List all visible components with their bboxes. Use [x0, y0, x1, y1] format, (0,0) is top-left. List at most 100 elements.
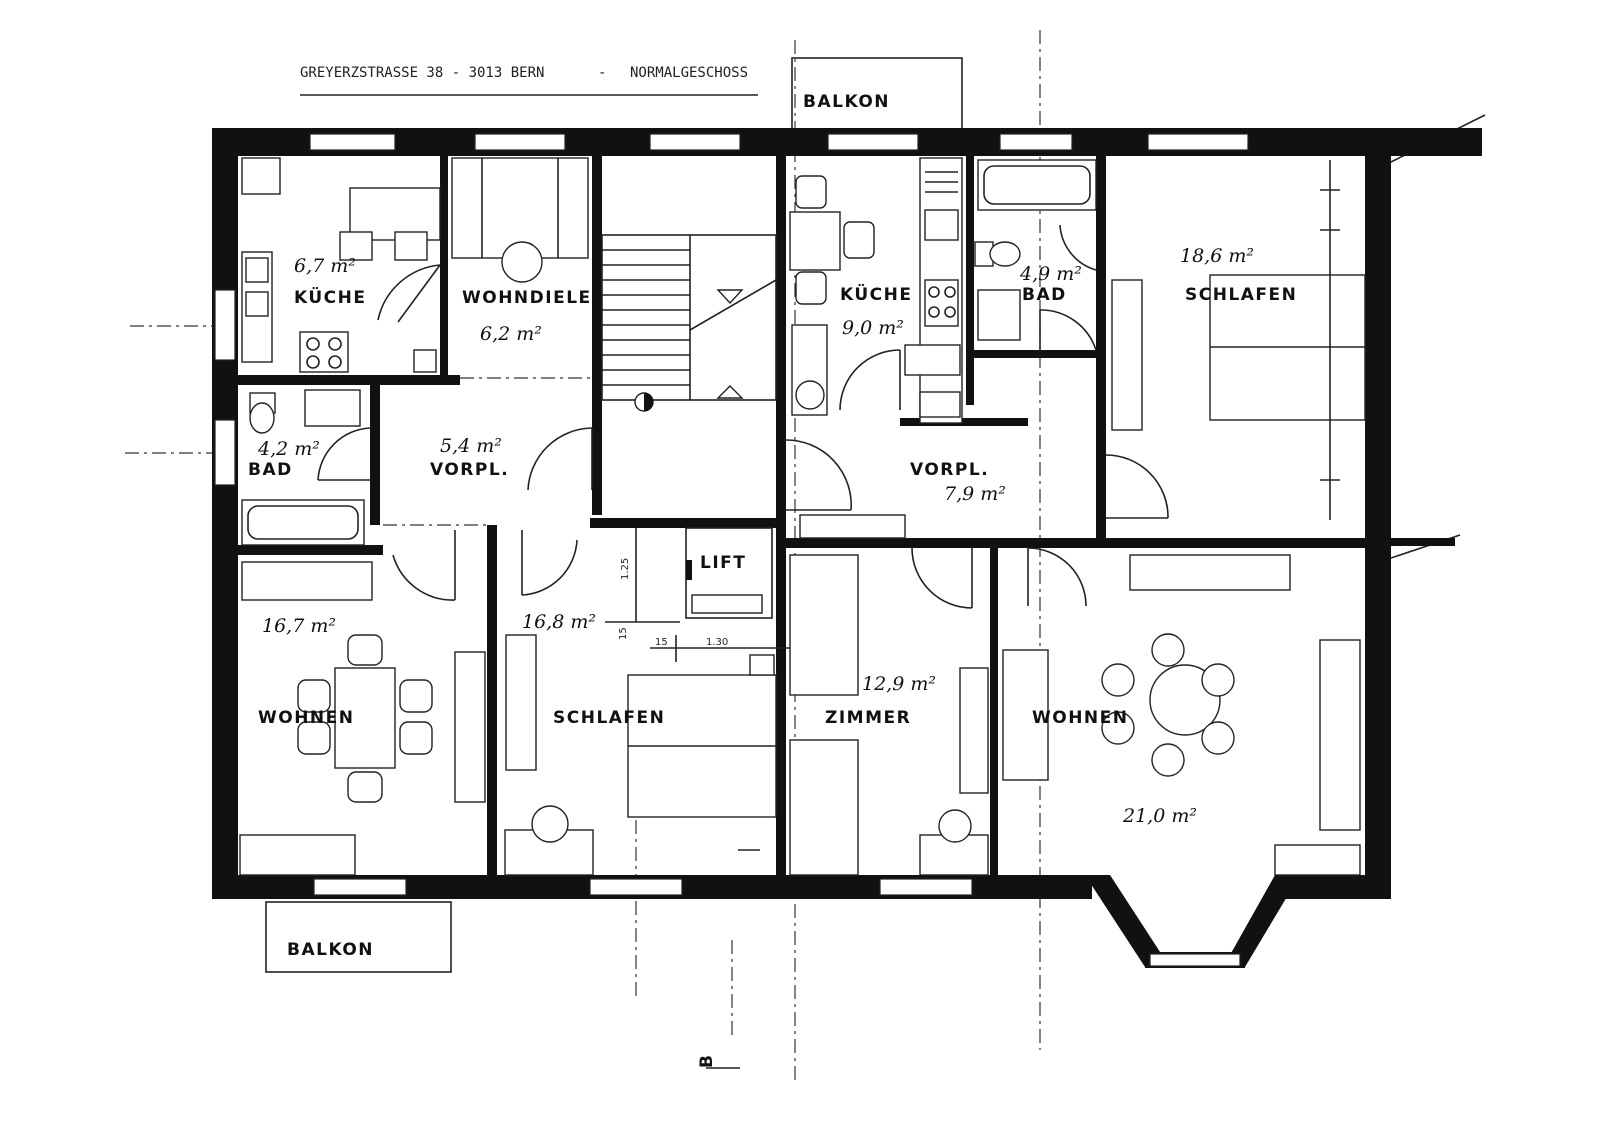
kitchen-chair: [394, 231, 428, 261]
door-kueche-west[interactable]: [377, 264, 441, 323]
dining-chair: [297, 679, 331, 713]
dining-chair: [1151, 743, 1185, 777]
room-bad-east: BAD 4,9 m²: [974, 159, 1097, 341]
wall-wohnen-schlafen: [487, 525, 497, 880]
bay-wall-right: [1230, 875, 1300, 967]
sink-icon: [904, 344, 961, 376]
window: [1147, 133, 1249, 151]
stair-arrow-head: [716, 289, 744, 305]
dining-chair: [1101, 711, 1135, 745]
room-kueche-east: KÜCHE 9,0 m²: [789, 157, 963, 424]
stair-direction-arrow: [689, 279, 777, 331]
door-wohnen-east[interactable]: [1027, 547, 1087, 607]
sideboard-icon: [1129, 554, 1291, 591]
stove-icon: [299, 331, 349, 373]
kitchen-chair: [795, 175, 827, 209]
wall-bad-west: [238, 375, 460, 385]
door-wohnen-west[interactable]: [392, 530, 456, 601]
interior-walls: [238, 128, 1480, 880]
burner-icon: [928, 286, 940, 298]
sideboard-icon: [1319, 639, 1361, 831]
dining-chair: [297, 721, 331, 755]
schlafen-west-area: 16,8 m²: [522, 611, 596, 633]
wardrobe-icon: [505, 634, 537, 771]
stair-wall-west: [592, 150, 602, 515]
wohndiele-area: 6,2 m²: [480, 323, 542, 345]
room-schlafen-west: SCHLAFEN 16,8 m²: [504, 611, 777, 876]
door-vorpl-east[interactable]: [785, 439, 852, 511]
wall-kueche-bottom: [900, 418, 1028, 426]
vorpl-east-area: 7,9 m²: [944, 483, 1006, 505]
desk-chair-icon: [938, 809, 972, 843]
section-marker: B: [697, 1054, 740, 1069]
bad-west-label: BAD: [248, 460, 293, 480]
wohndiele-label: WOHNDIELE: [462, 288, 592, 308]
sofa-icon: [454, 651, 486, 803]
dining-chair: [1101, 663, 1135, 697]
dining-chair: [1151, 633, 1185, 667]
kueche-west-label: KÜCHE: [294, 286, 367, 308]
wall-bad-schlafen: [1096, 150, 1106, 545]
door-kueche-east[interactable]: [839, 349, 901, 411]
wardrobe-icon: [1111, 279, 1143, 431]
door-schlafen-east[interactable]: [1105, 454, 1169, 519]
east-wall: [1365, 128, 1391, 898]
door-zimmer[interactable]: [911, 547, 973, 609]
kitchen-chair: [339, 231, 373, 261]
wall-bad-vorpl: [370, 385, 380, 525]
wohndiele-bench: [451, 157, 589, 259]
kitchen-chair: [795, 271, 827, 305]
address-label: GREYERZSTRASSE 38 - 3013 BERN: [300, 65, 544, 81]
dimension-annotations: 1.25 15 15 1.30: [605, 528, 810, 662]
boiler-frame: [241, 157, 281, 195]
shaft-icon: [413, 349, 437, 373]
ext-wall-stub: [1390, 538, 1455, 546]
bad-east-label: BAD: [1022, 285, 1067, 305]
sideboard-icon: [241, 561, 373, 601]
stove-icon: [924, 279, 959, 327]
shoe-cabinet-icon: [799, 514, 906, 539]
dining-table: [334, 667, 396, 769]
floor-label: NORMALGESCHOSS: [630, 65, 748, 81]
burner-icon: [306, 337, 320, 351]
door-schlafen-west[interactable]: [521, 530, 578, 596]
wohnen-east-label: WOHNEN: [1032, 708, 1129, 728]
kitchen-chair: [843, 221, 875, 259]
boiler-icon: [795, 380, 825, 410]
sofa-icon: [1002, 649, 1049, 781]
wall-zimmer-wohnen: [990, 548, 998, 878]
vorpl-west-label: VORPL.: [430, 460, 509, 480]
window: [1149, 953, 1241, 967]
door-bad-east[interactable]: [1039, 224, 1097, 351]
desk-chair-icon: [531, 805, 569, 843]
balcony-south: BALKON: [265, 901, 452, 973]
zimmer-label: ZIMMER: [825, 708, 911, 728]
room-wohndiele: WOHNDIELE 6,2 m²: [451, 157, 592, 345]
door-bad-west[interactable]: [317, 427, 371, 481]
schlafen-east-area: 18,6 m²: [1180, 245, 1254, 267]
balcony-north-label: BALKON: [803, 92, 890, 112]
drainboard-icon: [245, 257, 269, 283]
zimmer-area: 12,9 m²: [862, 673, 936, 695]
stair-arrow-head: [716, 385, 744, 399]
wall-wohnen-top: [238, 545, 383, 555]
bed-icon: [789, 554, 859, 696]
stair-outline: [601, 234, 777, 401]
wall-lift-top: [590, 518, 780, 528]
nightstand-icon: [749, 654, 775, 676]
staircase: [601, 234, 777, 412]
kitchen-table: [789, 211, 841, 271]
bad-east-area: 4,9 m²: [1019, 263, 1082, 285]
burner-icon: [944, 306, 956, 318]
bathtub-icon: [241, 499, 365, 546]
washbasin-icon: [304, 389, 361, 427]
lift-label: LIFT: [700, 553, 746, 573]
room-schlafen-east: SCHLAFEN 18,6 m²: [1111, 160, 1366, 520]
window: [999, 133, 1073, 151]
wohnen-east-area: 21,0 m²: [1122, 805, 1197, 827]
stair-start-marker-fill: [644, 393, 653, 411]
kueche-west-area: 6,7 m²: [294, 255, 356, 277]
burner-icon: [328, 337, 342, 351]
sink-icon: [924, 209, 959, 241]
door-vorpl-west[interactable]: [527, 427, 593, 491]
